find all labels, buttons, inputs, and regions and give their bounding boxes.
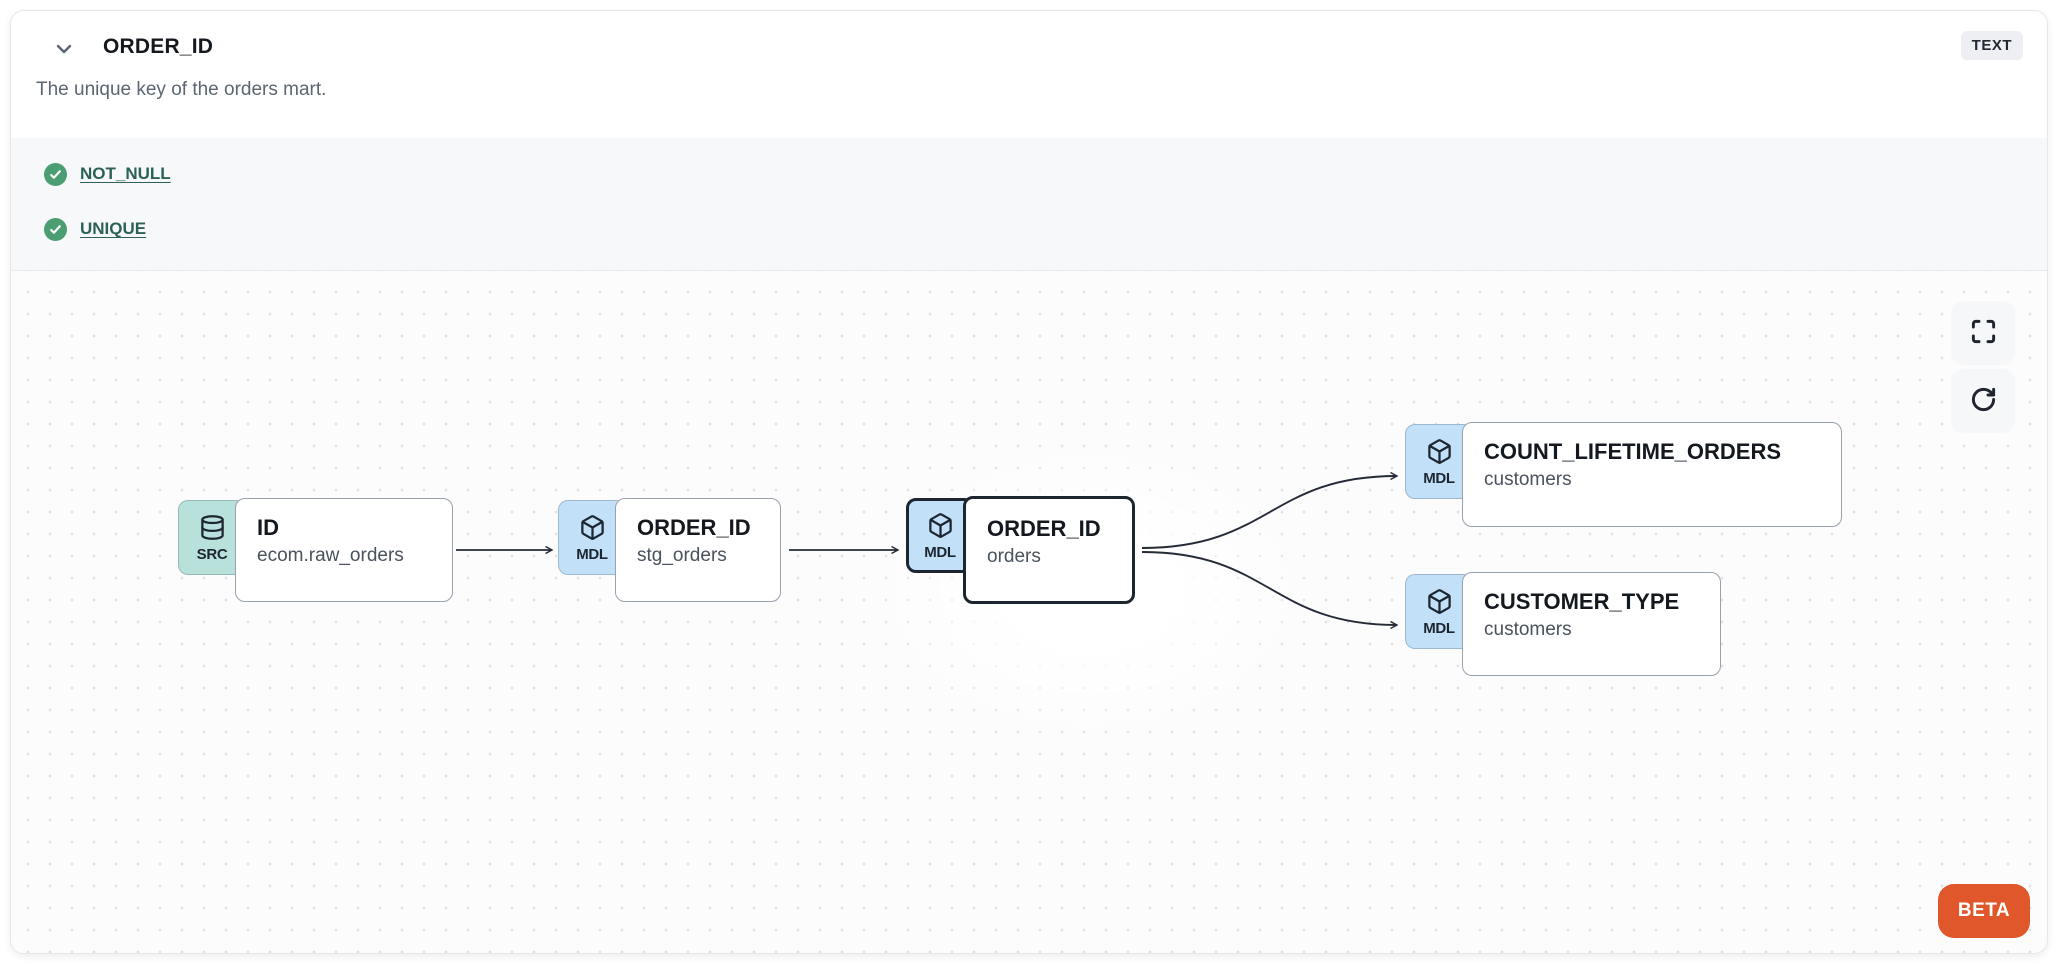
test-row: NOT_NULL <box>44 159 171 189</box>
column-details-card: ORDER_ID TEXT The unique key of the orde… <box>10 10 2048 954</box>
source-chip: SRC <box>178 500 246 575</box>
node-subtitle: stg_orders <box>637 544 727 566</box>
model-chip: MDL <box>558 500 626 575</box>
node-card: ORDER_ID stg_orders <box>615 498 781 602</box>
node-title: ID <box>257 515 279 540</box>
fullscreen-button[interactable] <box>1951 301 2015 365</box>
node-card: CUSTOMER_TYPE customers <box>1462 572 1721 676</box>
node-kind-label: MDL <box>1423 619 1455 637</box>
edge-orders-to-customer-type <box>1141 551 1397 625</box>
node-title: ORDER_ID <box>987 516 1101 541</box>
node-card: ID ecom.raw_orders <box>235 498 453 602</box>
chevron-down-icon <box>52 44 76 64</box>
database-icon <box>199 514 226 546</box>
test-row: UNIQUE <box>44 214 146 244</box>
collapse-toggle[interactable] <box>51 37 77 63</box>
node-subtitle: customers <box>1484 618 1572 640</box>
refresh-button[interactable] <box>1951 369 2015 433</box>
maximize-icon <box>1970 318 1997 348</box>
test-link-unique[interactable]: UNIQUE <box>80 219 147 238</box>
node-kind-label: MDL <box>576 545 608 563</box>
box-icon <box>1426 588 1453 620</box>
node-kind-label: MDL <box>924 543 956 561</box>
test-link-not-null[interactable]: NOT_NULL <box>80 164 171 183</box>
column-description: The unique key of the orders mart. <box>36 79 327 100</box>
model-chip: MDL <box>1405 424 1473 499</box>
node-subtitle: orders <box>987 545 1041 567</box>
node-title: COUNT_LIFETIME_ORDERS <box>1484 439 1782 464</box>
node-kind-label: MDL <box>1423 469 1455 487</box>
box-icon <box>927 512 954 544</box>
check-circle-icon <box>44 217 67 241</box>
page-title: ORDER_ID <box>103 35 214 58</box>
box-icon <box>579 514 606 546</box>
node-title: CUSTOMER_TYPE <box>1484 589 1680 614</box>
tests-section: NOT_NULL UNIQUE <box>11 138 2047 271</box>
node-card: COUNT_LIFETIME_ORDERS customers <box>1462 422 1842 527</box>
node-kind-label: SRC <box>196 545 228 563</box>
box-icon <box>1426 438 1453 470</box>
node-card: ORDER_ID orders <box>963 496 1135 604</box>
beta-badge: BETA <box>1938 884 2030 938</box>
node-subtitle: customers <box>1484 468 1572 490</box>
model-chip: MDL <box>1405 574 1473 649</box>
lineage-canvas[interactable]: SRC ID ecom.raw_orders MDL ORDER_ID stg_… <box>11 271 2047 953</box>
rotate-cw-icon <box>1970 386 1997 416</box>
lineage-edges <box>456 271 2047 953</box>
edge-orders-to-count-lifetime-orders <box>1141 476 1397 549</box>
node-subtitle: ecom.raw_orders <box>257 544 404 566</box>
node-title: ORDER_ID <box>637 515 751 540</box>
column-type-badge: TEXT <box>1960 31 2023 60</box>
check-circle-icon <box>44 162 67 186</box>
header: ORDER_ID TEXT The unique key of the orde… <box>11 11 2047 138</box>
